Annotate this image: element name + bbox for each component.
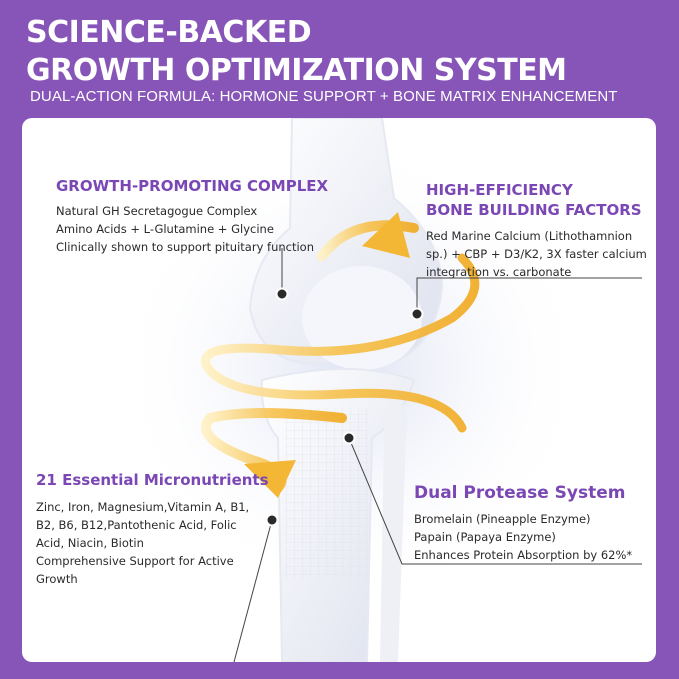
growth-line-2: Amino Acids + L-Glutamine + Glycine xyxy=(56,222,274,236)
section-bone: HIGH-EFFICIENCY BONE BUILDING FACTORS Re… xyxy=(426,180,654,281)
bone-heading-line-2: BONE BUILDING FACTORS xyxy=(426,201,642,219)
info-card: GROWTH-PROMOTING COMPLEX Natural GH Secr… xyxy=(22,118,656,662)
protease-heading: Dual Protease System xyxy=(414,483,626,503)
page-title: SCIENCE-BACKED GROWTH OPTIMIZATION SYSTE… xyxy=(26,14,567,90)
fibula-shape xyxy=(380,398,408,662)
arrowhead-top xyxy=(362,212,410,258)
arrowhead-bottom xyxy=(244,460,296,498)
micro-line-5: Growth xyxy=(36,572,78,586)
knee-joint-illustration xyxy=(112,118,642,662)
micro-line-3: Acid, Niacin, Biotin xyxy=(36,536,144,550)
micro-line-1: Zinc, Iron, Magnesium,Vitamin A, B1, xyxy=(36,500,250,514)
header: SCIENCE-BACKED GROWTH OPTIMIZATION SYSTE… xyxy=(26,14,567,90)
micro-line-2: B2, B6, B12,Pantothenic Acid, Folic xyxy=(36,518,237,532)
callout-lines xyxy=(233,248,642,662)
micro-line-4: Comprehensive Support for Active xyxy=(36,554,234,568)
growth-line-3: Clinically shown to support pituitary fu… xyxy=(56,240,315,254)
bone-heading: HIGH-EFFICIENCY BONE BUILDING FACTORS xyxy=(426,180,654,220)
bone-line-1: Red Marine Calcium (Lithothamnion xyxy=(426,229,633,243)
bone-line-2: sp.) + CBP + D3/K2, 3X faster calcium xyxy=(426,247,647,261)
section-growth: GROWTH-PROMOTING COMPLEX Natural GH Secr… xyxy=(56,176,376,256)
protease-line-2: Papain (Papaya Enzyme) xyxy=(414,530,556,544)
title-line-1: SCIENCE-BACKED xyxy=(26,15,312,50)
callout-dots xyxy=(265,287,424,527)
title-line-2: GROWTH OPTIMIZATION SYSTEM xyxy=(26,53,567,88)
protease-line-3: Enhances Protein Absorption by 62%* xyxy=(414,548,633,562)
growth-heading: GROWTH-PROMOTING COMPLEX xyxy=(56,177,329,195)
section-micronutrients: 21 Essential Micronutrients Zinc, Iron, … xyxy=(36,470,276,588)
bone-line-3: integration vs. carbonate xyxy=(426,265,572,279)
bone-heading-line-1: HIGH-EFFICIENCY xyxy=(426,181,573,199)
section-protease: Dual Protease System Bromelain (Pineappl… xyxy=(414,482,654,564)
page-subtitle: DUAL-ACTION FORMULA: HORMONE SUPPORT + B… xyxy=(30,88,618,105)
micro-heading: 21 Essential Micronutrients xyxy=(36,471,269,489)
growth-line-1: Natural GH Secretagogue Complex xyxy=(56,204,258,218)
protease-line-1: Bromelain (Pineapple Enzyme) xyxy=(414,512,591,526)
